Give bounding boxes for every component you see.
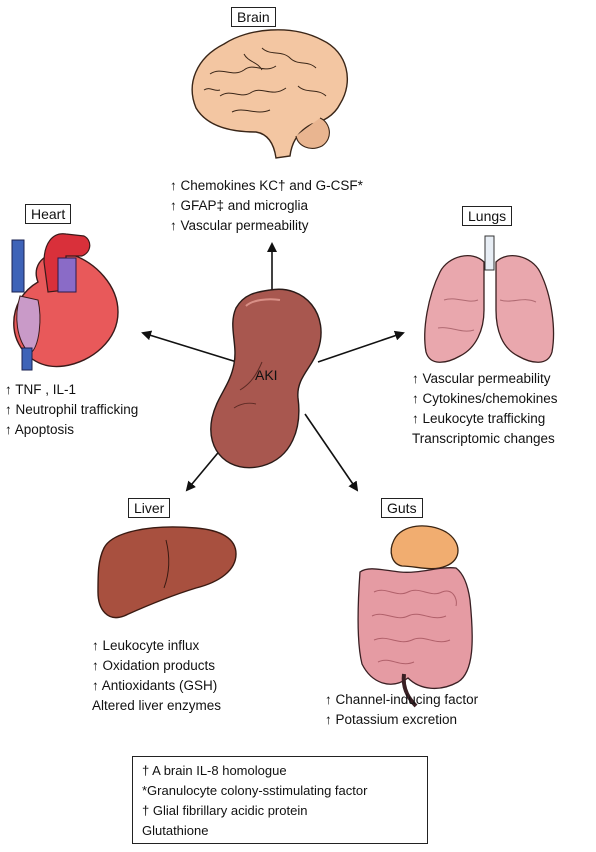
brain-effect-item: ↑ Vascular permeability [170,218,309,233]
lungs-effect-item: ↑ Cytokines/chemokines [412,391,558,406]
heart-effect-item: ↑ Apoptosis [5,422,75,437]
arrow-to-heart [141,330,241,364]
guts-title: Guts [381,498,423,518]
guts-illustration [357,525,473,708]
liver-effect-item: Altered liver enzymes [92,698,222,713]
legend-line: Glutathione [142,823,209,838]
brain-effects: ↑ Chemokines KC† and G-CSF* ↑ GFAP‡ and … [170,176,363,236]
heart-illustration [11,233,119,371]
heart-effects: ↑ TNF , IL-1 ↑ Neutrophil trafficking ↑ … [5,380,138,440]
liver-title: Liver [128,498,171,518]
legend-line: *Granulocyte colony-sstimulating factor [142,783,368,798]
arrow-to-liver [185,447,223,492]
guts-effect-item: ↑ Channel-inducing factor [325,692,479,707]
liver-effects: ↑ Leukocyte influx ↑ Oxidation products … [92,636,221,716]
legend-line: † A brain IL-8 homologue [142,763,287,778]
heart-title: Heart [25,204,72,224]
guts-effects: ↑ Channel-inducing factor ↑ Potassium ex… [325,690,478,730]
brain-effect-item: ↑ Chemokines KC† and G-CSF* [170,178,363,193]
heart-effect-item: ↑ TNF , IL-1 [5,382,77,397]
liver-effect-item: ↑ Antioxidants (GSH) [92,678,218,693]
kidney-illustration [210,288,322,469]
lungs-effect-item: Transcriptomic changes [412,431,555,446]
liver-effect-item: ↑ Oxidation products [92,658,216,673]
liver-illustration [97,526,237,619]
aki-label: AKI [255,367,278,383]
brain-effect-item: ↑ GFAP‡ and microglia [170,198,309,213]
legend-line: † Glial fibrillary acidic protein [142,803,308,818]
lungs-effect-item: ↑ Leukocyte trafficking [412,411,546,426]
brain-title: Brain [231,7,276,27]
lungs-effects: ↑ Vascular permeability ↑ Cytokines/chem… [412,369,558,449]
brain-illustration [191,29,348,159]
liver-effect-item: ↑ Leukocyte influx [92,638,200,653]
guts-effect-item: ↑ Potassium excretion [325,712,458,727]
lungs-illustration [424,235,555,363]
heart-effect-item: ↑ Neutrophil trafficking [5,402,139,417]
arrow-to-lungs [317,330,405,363]
lungs-title: Lungs [462,206,513,226]
lungs-effect-item: ↑ Vascular permeability [412,371,551,386]
arrow-to-guts [304,413,359,492]
footnote-legend: † A brain IL-8 homologue *Granulocyte co… [132,756,428,844]
